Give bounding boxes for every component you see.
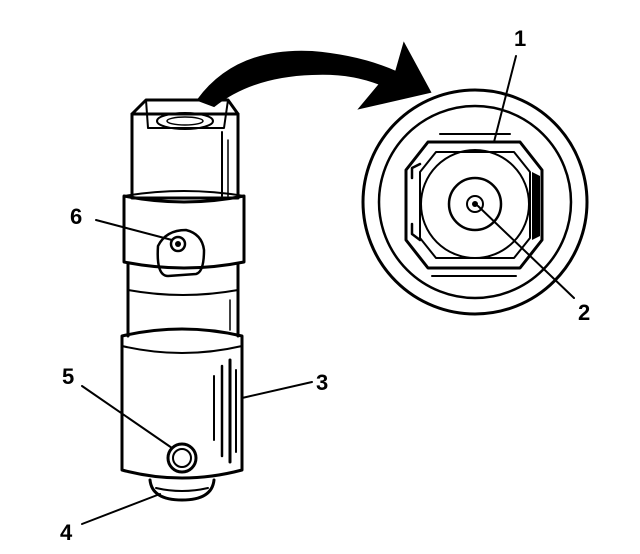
rotation-arrow: [196, 41, 432, 110]
callout-2: 2: [578, 300, 590, 325]
leader-1: [493, 55, 517, 143]
callout-labels: 1 2 3 4 5 6: [60, 26, 590, 545]
callout-3: 3: [316, 370, 328, 395]
oil-port-5: [166, 442, 198, 474]
leader-lines: [81, 55, 575, 525]
lifter-shank: [126, 262, 240, 338]
lifter-guide-head: [130, 98, 240, 200]
lifter-body: [120, 98, 246, 502]
detail-view: [361, 88, 589, 316]
lifter-collar: [122, 190, 246, 278]
roller-4: [148, 478, 216, 502]
callout-1: 1: [514, 26, 526, 51]
callout-4: 4: [60, 520, 73, 545]
oil-hole-6: [169, 235, 187, 253]
callout-6: 6: [70, 204, 82, 229]
leader-3: [241, 381, 313, 399]
leader-2: [477, 205, 575, 299]
lifter-roller-body: [120, 327, 244, 480]
leader-4: [81, 493, 161, 525]
leader-6: [95, 219, 173, 241]
callout-5: 5: [62, 364, 74, 389]
leader-5: [81, 385, 173, 449]
